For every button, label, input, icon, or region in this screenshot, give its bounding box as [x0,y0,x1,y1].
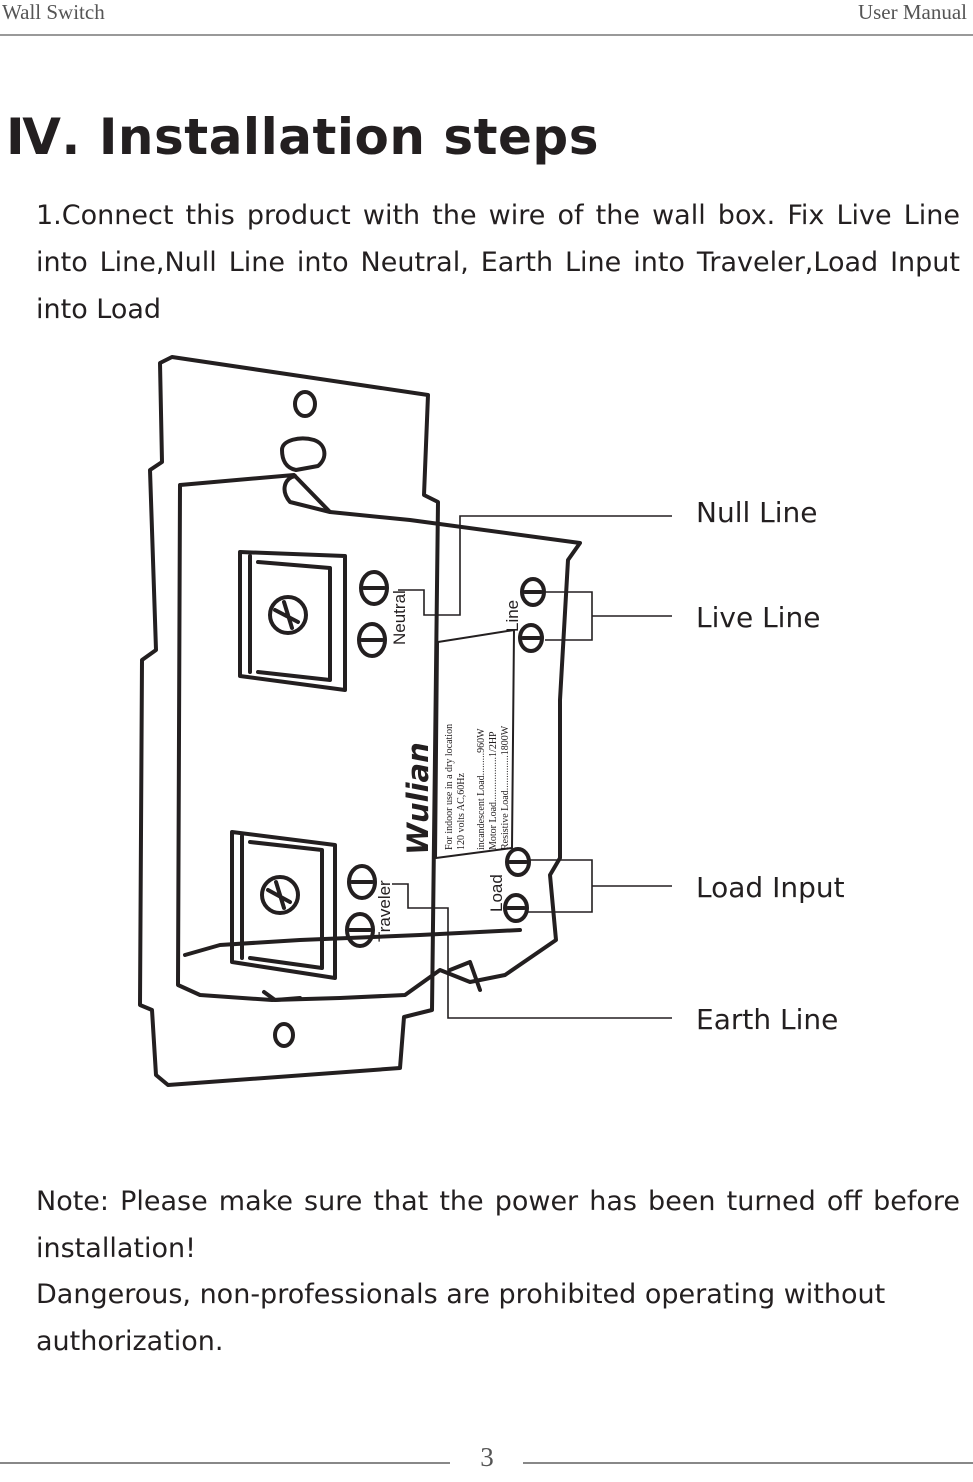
line-screw-2 [518,623,544,653]
header-manual-label: User Manual [857,0,967,24]
line-screw-1 [520,577,546,607]
header-title: Wall Switch [2,0,105,24]
spec-line-4: Motor Load..................1/2HP [488,731,499,850]
mounting-hole-top [293,390,317,418]
brand-logo: Wulian [401,742,435,855]
footer-rule-left [0,1462,450,1464]
spec-label-box [435,629,515,859]
section-title: Ⅳ. Installation steps [6,108,599,166]
callout-leaders [392,515,672,1019]
page-number: 3 [480,1442,494,1472]
mounting-hole-bottom [273,1022,295,1048]
load-screw-2 [503,893,529,923]
traveler-screw-2 [345,912,375,948]
callout-load-input: Load Input [696,871,845,904]
top-terminal-screw [268,595,308,635]
note-text: Note: Please make sure that the power ha… [36,1186,960,1264]
terminal-label-neutral: Neutral [390,590,409,645]
terminal-label-line: Line [503,600,522,632]
bottom-terminal-screw [260,875,300,915]
terminal-label-load: Load [487,874,506,912]
traveler-screw-1 [347,864,377,900]
top-terminal-block [238,550,347,692]
callout-live-line: Live Line [696,601,820,634]
spec-line-2: 120 volts AC,60Hz [456,772,467,850]
wiring-diagram: Neutral Line Traveler Load Wulian For in… [138,355,845,1087]
step-1-text: 1.Connect this product with the wire of … [36,200,960,325]
bottom-terminal-block [230,830,337,980]
footer-rule-right [523,1462,973,1464]
neutral-screw-1 [359,570,389,606]
spec-line-5: Resistive Load..............1800W [500,725,511,850]
callout-earth-line: Earth Line [696,1003,838,1036]
spec-line-3: incandescent Load.........960W [476,728,487,850]
callout-null-line: Null Line [696,496,818,529]
wall-plate [138,355,440,1087]
header-divider [0,34,973,36]
load-screw-1 [505,847,531,877]
spec-line-1: For indoor use in a dry location [444,724,455,850]
neutral-screw-2 [357,622,387,658]
terminal-label-traveler: Traveler [375,880,394,942]
warning-text: Dangerous, non-professionals are prohibi… [36,1279,886,1357]
